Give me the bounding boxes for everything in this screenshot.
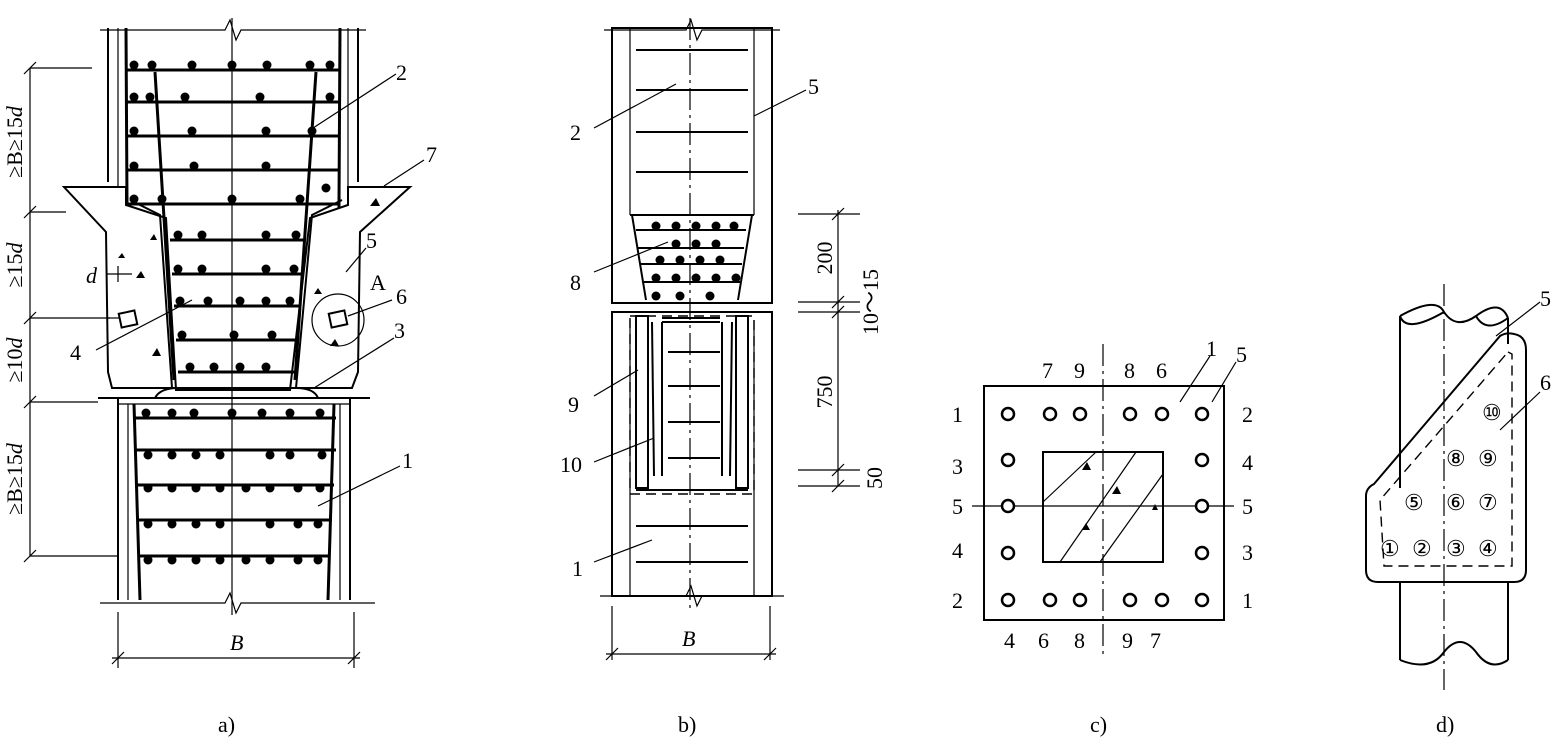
c-left-label: 4 [952,538,963,563]
fig-a-dimension-chain [23,61,118,563]
lower-stirrups [134,416,336,558]
c-left-label: 5 [952,494,963,519]
b-bar-dots [651,221,741,301]
rebar-rings [1000,406,1210,608]
weld-order-label: ⑥ [1446,490,1466,515]
c-right-label: 1 [1242,588,1253,613]
weld-order-label: ③ [1446,536,1466,561]
pipe-bottom-cap [1399,641,1509,666]
figure-a: ≥B≥15d ≥15d ≥10d ≥B≥15d d B 2 7 5 A 6 3 … [2,18,437,737]
c-bottom-label: 9 [1122,628,1133,653]
callout-a-2: 2 [396,60,407,85]
callout-b-1: 1 [572,556,583,581]
c-top-label: 8 [1124,358,1135,383]
callout-a-3: 3 [394,318,405,343]
weld-order-label: ⑩ [1482,400,1502,425]
dim-b-200: 200 [812,242,837,275]
b-upper-ties [636,49,748,173]
c-right-label: 3 [1242,540,1253,565]
pipe-top-cap [1399,304,1509,323]
detail-label-a: A [370,270,386,295]
c-right-label: 4 [1242,450,1253,475]
weld-order-label: ④ [1478,536,1498,561]
core-square [1042,451,1164,563]
fig-a-width-label: B [230,630,243,655]
callout-a-5: 5 [366,228,377,253]
c-bottom-label: 4 [1004,628,1015,653]
dim-b-10-15: 10～15 [858,269,883,335]
c-right-label: 2 [1242,402,1253,427]
callout-b-10: 10 [560,452,582,477]
dim-a-mid2: ≥10d [2,336,27,382]
callout-b-8: 8 [570,270,581,295]
c-top-label: 7 [1042,358,1053,383]
d-label: d [86,263,98,288]
weld-order-label: ⑤ [1404,490,1424,515]
weld-order-label: ⑨ [1478,446,1498,471]
c-left-label: 3 [952,454,963,479]
weld-order: ① ② ③ ④ ⑤ ⑥ ⑦ ⑧ ⑨ ⑩ [1380,400,1502,561]
callout-d-5: 5 [1540,286,1551,311]
caption-c: c) [1090,712,1107,737]
weld-order-label: ⑦ [1478,490,1498,515]
weld-order-label: ① [1380,536,1400,561]
splice-plate [1365,332,1527,583]
upper-stirrups [126,68,340,374]
callout-c-5: 5 [1236,342,1247,367]
c-right-label: 5 [1242,494,1253,519]
figure-d: ① ② ③ ④ ⑤ ⑥ ⑦ ⑧ ⑨ ⑩ 5 6 d) [1365,284,1551,737]
c-top-label: 6 [1156,358,1167,383]
c-bottom-label: 8 [1074,628,1085,653]
callout-c-1: 1 [1206,336,1217,361]
c-left-label: 1 [952,402,963,427]
caption-d: d) [1436,712,1454,737]
callout-b-2: 2 [570,120,581,145]
upper-bar-dots [129,60,335,372]
concrete-specks [118,198,380,356]
grout-cup [61,186,413,391]
callout-a-1: 1 [402,448,413,473]
lower-bar-dots [141,408,327,565]
seat-plate [153,387,320,399]
callout-a-4: 4 [70,340,81,365]
fig-b-dimension-chain [798,207,860,493]
dim-a-bot: ≥B≥15d [2,442,27,515]
callout-a-7: 7 [426,142,437,167]
caption-a: a) [218,712,235,737]
core-hatch [1042,451,1164,563]
c-bottom-label: 6 [1038,628,1049,653]
caption-b: b) [678,712,696,737]
c-left-label: 2 [952,588,963,613]
callout-d-6: 6 [1540,370,1551,395]
fig-b-width-label: B [682,626,695,651]
c-top-label: 9 [1074,358,1085,383]
figure-c: 7 9 8 6 4 6 8 9 7 1 3 5 4 2 2 4 5 3 1 1 … [952,336,1253,737]
callout-b-5: 5 [808,74,819,99]
weld-order-label: ⑧ [1446,446,1466,471]
dim-a-top: ≥B≥15d [2,105,27,178]
callout-a-6: 6 [396,284,407,309]
dim-a-mid1: ≥15d [2,241,27,287]
weld-order-label: ② [1412,536,1432,561]
dim-b-750: 750 [812,376,837,409]
c-bottom-label: 7 [1150,628,1161,653]
dim-b-50: 50 [862,467,887,489]
figure-b: B 200 10～15 750 50 2 5 8 9 10 1 [560,18,887,737]
callout-b-9: 9 [568,392,579,417]
